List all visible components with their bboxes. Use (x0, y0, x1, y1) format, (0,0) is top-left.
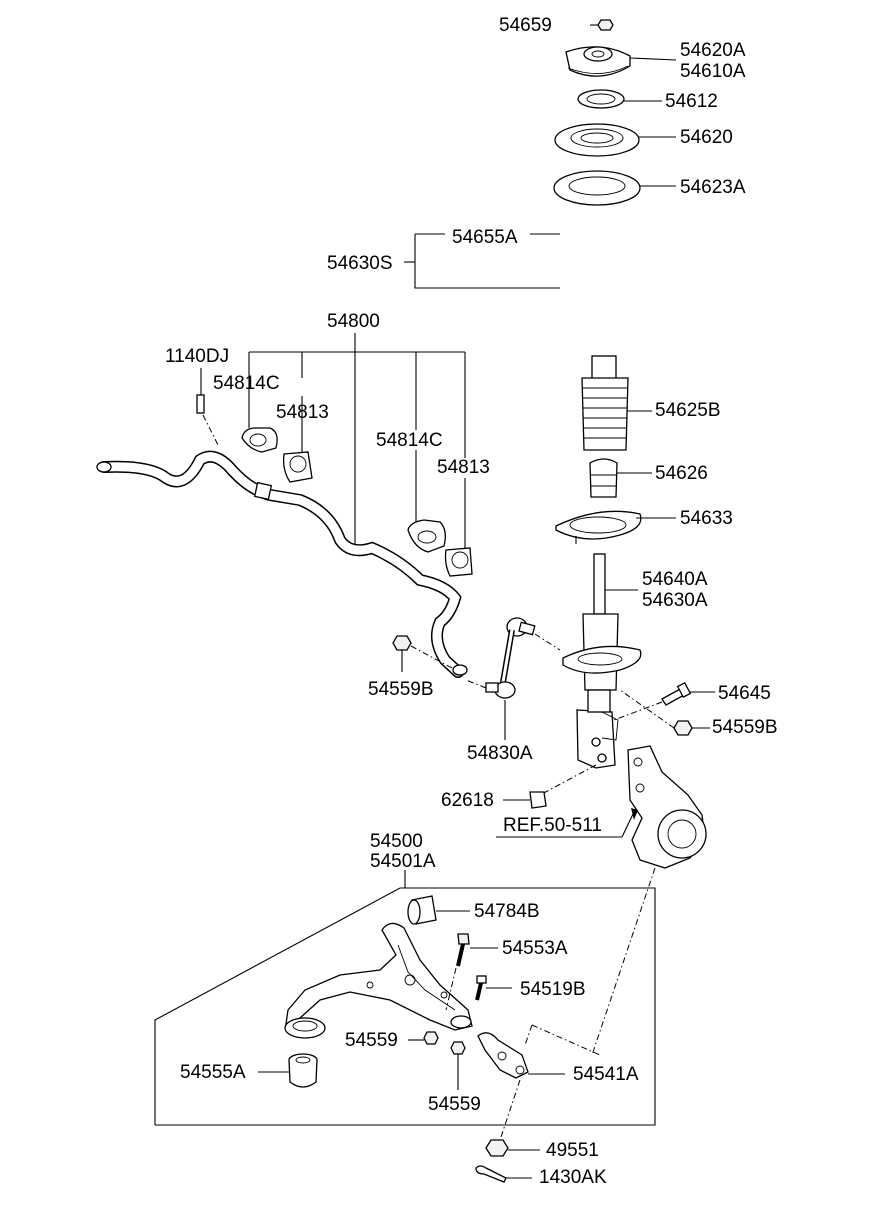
bracket-54814C-left (241, 427, 278, 453)
label-54559-b: 54559 (428, 1094, 481, 1115)
bracket-54814C-right (407, 519, 446, 553)
coil-spring-54630S (404, 219, 655, 337)
steering-knuckle (539, 745, 707, 1056)
label-49551: 49551 (546, 1140, 599, 1161)
label-54625B: 54625B (655, 400, 721, 421)
label-1430AK: 1430AK (539, 1167, 607, 1188)
bump-stopper-54626 (589, 458, 652, 498)
bushing-54813-left (282, 451, 313, 483)
spring-pad-54633 (555, 510, 676, 544)
leader-ref (496, 808, 638, 838)
bolt-1140DJ (196, 394, 219, 446)
ball-joint-54541A (477, 1024, 601, 1141)
bushing-54813-right (444, 547, 473, 577)
label-54645: 54645 (718, 683, 771, 704)
bush-62618 (503, 791, 547, 809)
bushing-54784B (407, 895, 470, 925)
nut-54559-a (408, 1031, 439, 1045)
label-54555A: 54555A (180, 1062, 246, 1083)
label-54620: 54620 (680, 127, 733, 148)
label-54553A: 54553A (502, 938, 568, 959)
label-54659: 54659 (499, 15, 552, 36)
label-ref-50-511: REF.50-511 (503, 815, 602, 836)
nut-54559B-left (392, 635, 453, 672)
label-1140DJ: 1140DJ (165, 346, 230, 367)
lower-arm-frame (154, 870, 656, 1126)
nut-49551 (485, 1139, 540, 1157)
lower-arm-54500 (284, 922, 473, 1039)
cotter-pin-1430AK (475, 1165, 532, 1183)
bushing-54555A (258, 1053, 318, 1088)
spring-seat-54620 (554, 123, 676, 157)
bolt-54645 (613, 681, 715, 721)
label-54559-a: 54559 (345, 1030, 398, 1051)
label-54500: 54500 (370, 831, 423, 852)
label-54610A: 54610A (680, 61, 746, 82)
label-54501A: 54501A (370, 851, 436, 872)
label-54620A: 54620A (680, 40, 746, 61)
label-62618: 62618 (441, 790, 494, 811)
label-54633: 54633 (680, 508, 733, 529)
label-54830A: 54830A (467, 743, 533, 764)
bolt-54553A (445, 933, 498, 1011)
label-54813-left: 54813 (276, 402, 329, 423)
dust-cover-54625B (581, 355, 652, 451)
label-54655A: 54655A (452, 227, 518, 248)
label-54813-right: 54813 (437, 457, 490, 478)
bolt-54519B (475, 975, 512, 1001)
label-54519B: 54519B (520, 979, 586, 1000)
label-54784B: 54784B (474, 901, 540, 922)
label-54612: 54612 (665, 91, 718, 112)
leader-54800 (200, 333, 466, 548)
nut-54659 (590, 19, 614, 31)
label-54814C-left: 54814C (213, 373, 280, 394)
label-54630S: 54630S (327, 253, 393, 274)
strut-mount-54620A (565, 46, 677, 77)
label-54640A: 54640A (642, 569, 708, 590)
label-54559B-left: 54559B (368, 679, 434, 700)
label-54559B-right: 54559B (712, 717, 778, 738)
stabilizer-bar-54800 (96, 450, 468, 678)
stabilizer-link-54830A (465, 617, 561, 740)
label-54623A: 54623A (680, 177, 746, 198)
bearing-54612 (577, 89, 662, 109)
label-54626: 54626 (655, 463, 708, 484)
label-54800: 54800 (327, 311, 380, 332)
spring-pad-54623A (553, 170, 676, 206)
label-54541A: 54541A (573, 1064, 639, 1085)
nut-54559B-right (619, 689, 710, 736)
label-54814C-right: 54814C (376, 430, 443, 451)
nut-54559-b (450, 1041, 466, 1090)
label-54630A: 54630A (642, 590, 708, 611)
strut-assembly-54640A (562, 553, 642, 769)
